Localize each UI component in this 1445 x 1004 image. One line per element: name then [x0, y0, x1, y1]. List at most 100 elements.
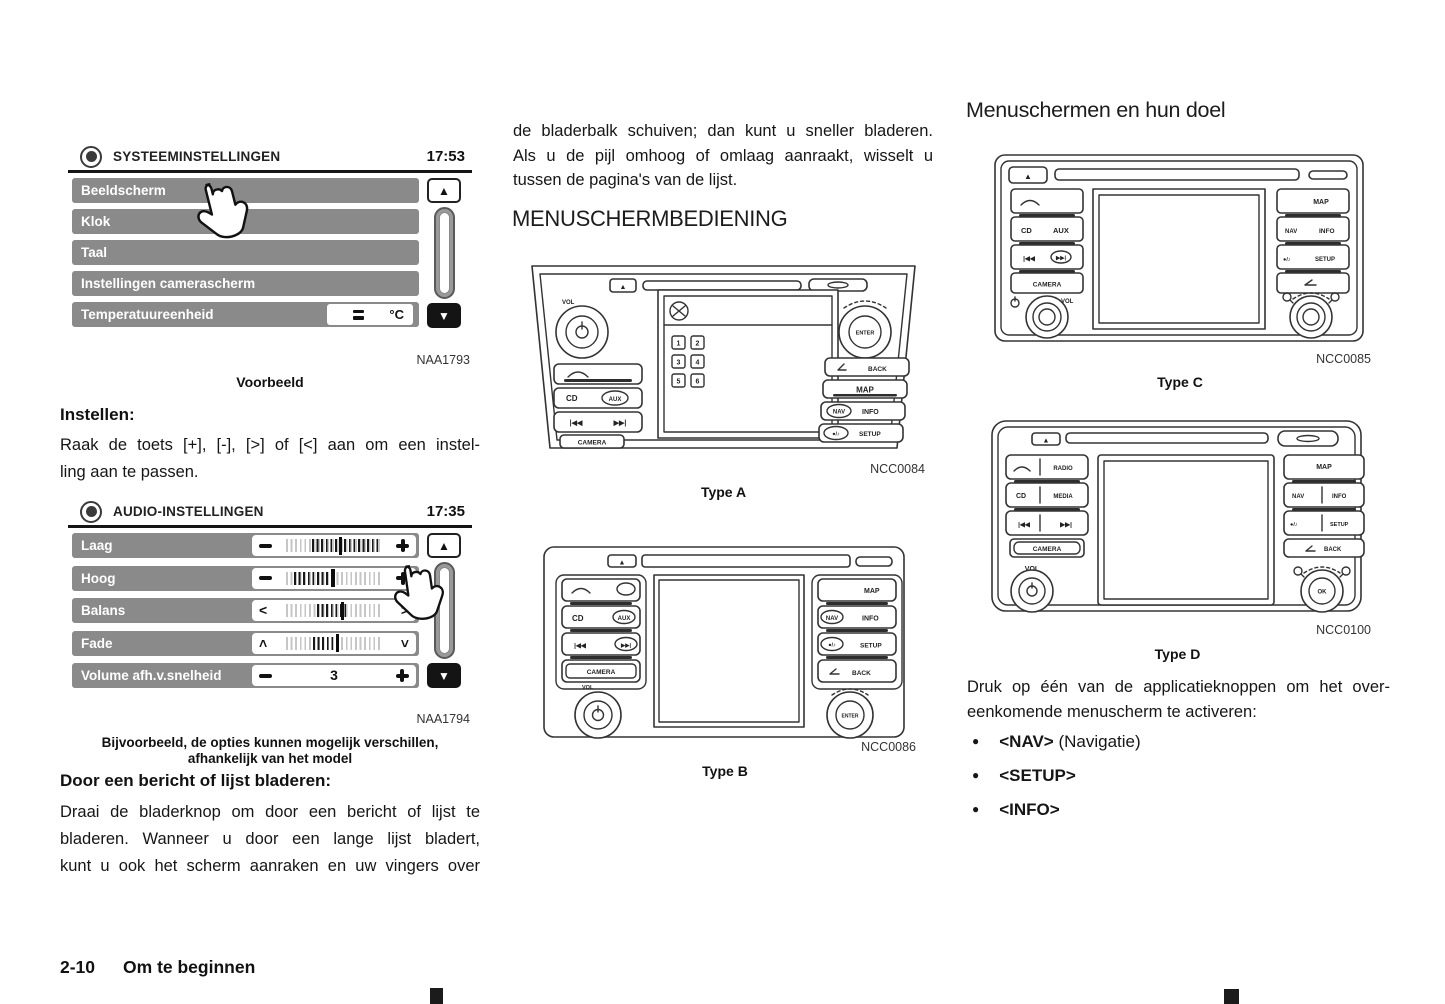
heading-menuschermbediening: MENUSCHERMBEDIENING — [512, 206, 788, 231]
paragraph: Druk op één van de applicatieknoppen om … — [967, 678, 1390, 721]
bullet-icon: ● — [972, 802, 980, 816]
paragraph: de bladerbalk schuiven; dan kunt u snell… — [513, 122, 933, 189]
setup-label: SETUP — [859, 431, 881, 438]
heading-bladeren: Door een bericht of lijst bladeren: — [60, 771, 332, 790]
figure-caption: Voorbeeld — [236, 374, 304, 390]
figure-number: NCC0100 — [1316, 623, 1371, 637]
preset-1: 1 — [677, 341, 681, 348]
page-number: 2-10 — [60, 957, 96, 977]
print-mark — [430, 988, 443, 1004]
plus-icon — [396, 571, 409, 585]
toggle-icon — [353, 309, 364, 320]
menu-item-temperatuureenheid: Temperatuureenheid °C — [72, 302, 419, 327]
minus-icon — [259, 576, 272, 580]
back-label: BACK — [868, 366, 887, 373]
bullet-info: ● <INFO> — [972, 800, 1060, 819]
cd-label: CD — [1016, 493, 1026, 500]
gear-icon — [80, 500, 102, 523]
chevron-left-icon: < — [259, 602, 268, 618]
slider-hoog — [252, 567, 416, 589]
slider-ticks — [286, 569, 382, 587]
eject-icon: ▲ — [620, 284, 627, 291]
aux-label: AUX — [618, 616, 631, 622]
scrollbar: ▲ ▼ — [427, 533, 461, 688]
figure-caption: Type A — [700, 484, 747, 500]
audio-row-volume: Volume afh.v.snelheid 3 — [72, 663, 419, 688]
figure-caption: Bijvoorbeeld, de opties kunnen mogelijk … — [101, 735, 439, 766]
unit-label: °C — [389, 307, 404, 322]
scroll-thumb — [438, 212, 450, 294]
map-label: MAP — [1316, 464, 1332, 471]
figure-number: NAA1793 — [416, 353, 470, 367]
chevron-down-icon: < — [396, 638, 413, 648]
section-title: Om te beginnen — [123, 957, 256, 977]
note-icon: ●/♪ — [1283, 257, 1291, 263]
next-track-icon: ▶▶| — [1055, 255, 1066, 262]
zoom-out-icon — [1293, 566, 1303, 576]
menu-item-camerascherm: Instellingen camerascherm — [72, 271, 419, 296]
map-label: MAP — [1313, 199, 1329, 206]
cd-label: CD — [1021, 226, 1032, 235]
nav-label: NAV — [1292, 494, 1304, 500]
prev-track-icon: |◀◀ — [570, 420, 583, 427]
aux-label: AUX — [609, 397, 622, 403]
mock-screen-title: AUDIO-INSTELLINGEN — [113, 504, 264, 519]
bullet-icon: ● — [972, 734, 980, 748]
divider — [68, 525, 472, 528]
next-track-icon: ▶▶| — [620, 642, 631, 649]
back-arrow-icon — [837, 363, 847, 371]
nav-label: NAV — [826, 616, 838, 622]
info-label: INFO — [1319, 228, 1335, 235]
mock-screen-title: SYSTEEMINSTELLINGEN — [113, 149, 281, 164]
figure-number: NCC0086 — [861, 740, 916, 754]
audio-row-fade: Fade < < — [72, 630, 419, 656]
eject-icon: ▲ — [1024, 172, 1032, 181]
map-label: MAP — [864, 588, 880, 595]
phone-icon — [571, 587, 591, 594]
phone-icon — [1013, 466, 1031, 472]
phone-icon — [1020, 199, 1040, 206]
media-label: MEDIA — [1053, 494, 1073, 500]
clock-readout: 17:35 — [426, 503, 465, 520]
preset-4: 4 — [696, 360, 700, 367]
note-icon: ●/♪ — [1290, 522, 1298, 528]
temperature-unit-box: °C — [327, 304, 413, 325]
bullet-nav: ● <NAV> (Navigatie) — [972, 732, 1141, 751]
preset-5: 5 — [677, 379, 681, 386]
figure-audio-settings-screen: AUDIO-INSTELLINGEN 17:35 Laag Hoog — [68, 498, 472, 695]
back-label: BACK — [1324, 547, 1342, 553]
scroll-up-icon: ▲ — [427, 178, 461, 203]
slider-ticks — [286, 634, 382, 652]
cd-label: CD — [572, 614, 584, 623]
figure-number: NCC0085 — [1316, 352, 1371, 366]
chevron-right-icon: > — [400, 602, 409, 618]
vol-label: VOL — [1061, 299, 1074, 305]
figure-caption: Type B — [702, 763, 748, 779]
info-label: INFO — [862, 409, 879, 416]
slider-ticks — [286, 601, 382, 620]
menu-item-beeldscherm: Beeldscherm — [72, 178, 419, 203]
aux-label: AUX — [1053, 226, 1069, 235]
slider-fade: < < — [252, 632, 416, 654]
nav-label: NAV — [833, 410, 845, 416]
figure-caption: Type D — [1154, 646, 1201, 662]
clock-readout: 17:53 — [426, 148, 465, 165]
plus-icon — [396, 539, 409, 552]
scroll-down-icon: ▼ — [427, 663, 461, 688]
device-diagram-type-d: ▲ RADIO CD MEDIA |◀◀ ▶▶| CAMERA VOL MAP — [991, 420, 1365, 613]
paragraph: Raak de toets [+], [-], [>] of [<] aan o… — [60, 436, 480, 481]
audio-row-laag: Laag — [72, 533, 419, 558]
slider-laag — [252, 535, 416, 556]
figure-number: NCC0084 — [870, 462, 925, 476]
paragraph: Draai de bladerknop om door een bericht … — [60, 803, 480, 875]
scroll-down-icon: ▼ — [427, 303, 461, 328]
preset-3: 3 — [677, 360, 681, 367]
eject-icon: ▲ — [619, 560, 626, 567]
bullet-icon: ● — [972, 768, 980, 782]
mock-header: AUDIO-INSTELLINGEN 17:35 — [68, 498, 472, 525]
scrollbar: ▲ ▼ — [427, 178, 461, 328]
ok-knob-label: OK — [1318, 590, 1328, 596]
back-label: BACK — [852, 670, 871, 677]
audio-row-hoog: Hoog — [72, 565, 419, 591]
